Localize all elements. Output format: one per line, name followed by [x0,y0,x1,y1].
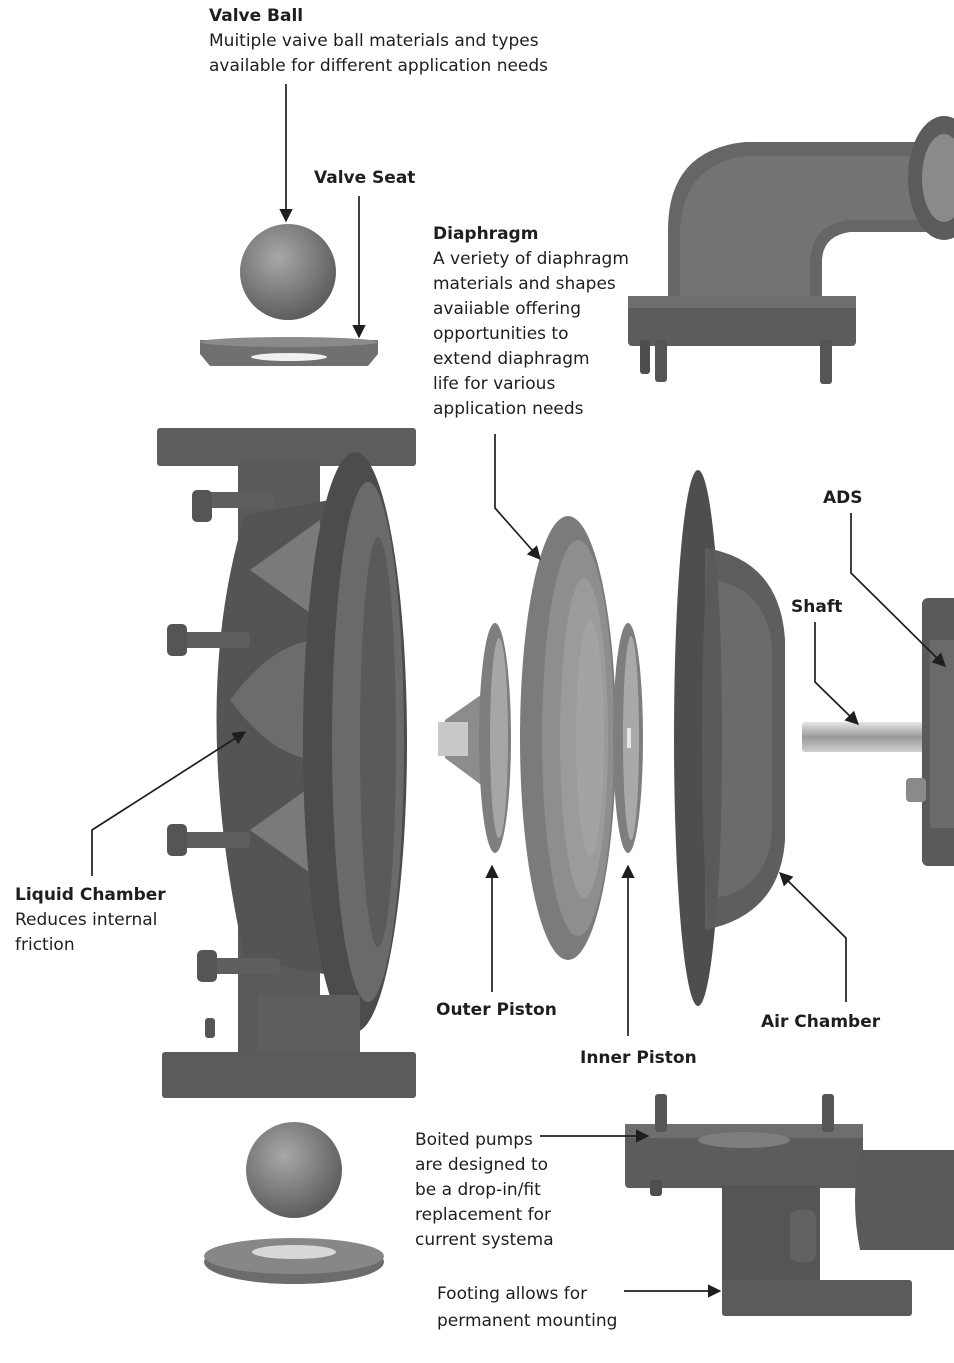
label-bolted-pumps: Boited pumps are designed to be a drop-i… [415,1128,554,1253]
ads-part [906,598,954,866]
leader-diaphragm [494,434,541,561]
valve-ball-description: Muitiple vaive ball materials and types … [209,31,549,76]
top-valve-ball [240,224,336,320]
label-footing: Footing allows for permanent mounting [437,1281,617,1335]
diaphragm-description: A veriety of diaphragm materials and sha… [433,249,629,419]
valve-seat-title: Valve Seat [314,168,416,188]
liquid-chamber-description: Reduces internal friction [15,910,158,955]
valve-ball-title: Valve Ball [209,6,304,26]
bottom-valve-ball [246,1122,342,1218]
diaphragm-part [520,516,616,960]
label-valve-seat: Valve Seat [314,166,415,191]
liquid-chamber-title: Liquid Chamber [15,885,166,905]
inner-piston-part [613,623,643,853]
leader-liquid-chamber [91,731,247,876]
inner-piston-title: Inner Piston [580,1048,697,1068]
outer-piston-title: Outer Piston [436,1000,557,1020]
bottom-valve-seat [204,1238,384,1284]
leader-shaft [814,622,859,725]
air-chamber-title: Air Chamber [761,1012,881,1032]
shaft-title: Shaft [791,597,843,617]
shaft-part [802,722,927,752]
bottom-manifold [625,1094,954,1316]
label-liquid-chamber: Liquid Chamber Reduces internal friction [15,883,166,958]
top-valve-seat [200,337,378,366]
outer-piston-part [438,623,511,853]
bolted-pumps-description: Boited pumps are designed to be a drop-i… [415,1130,554,1250]
leader-air-chamber [779,872,847,1002]
label-air-chamber: Air Chamber [761,1010,880,1035]
ads-title: ADS [823,488,863,508]
air-chamber-part [674,470,785,1006]
liquid-chamber [157,428,416,1098]
label-ads: ADS [823,486,863,511]
leader-lines [91,84,946,1298]
leader-ads [850,513,946,667]
label-diaphragm: Diaphragm A veriety of diaphragm materia… [433,222,629,422]
diaphragm-title: Diaphragm [433,224,539,244]
footing-description: Footing allows for permanent mounting [437,1284,618,1331]
label-outer-piston: Outer Piston [436,998,557,1023]
label-shaft: Shaft [791,595,842,620]
top-manifold-elbow [628,116,954,384]
label-valve-ball: Valve Ball Muitiple vaive ball materials… [209,4,548,79]
label-inner-piston: Inner Piston [580,1046,697,1071]
